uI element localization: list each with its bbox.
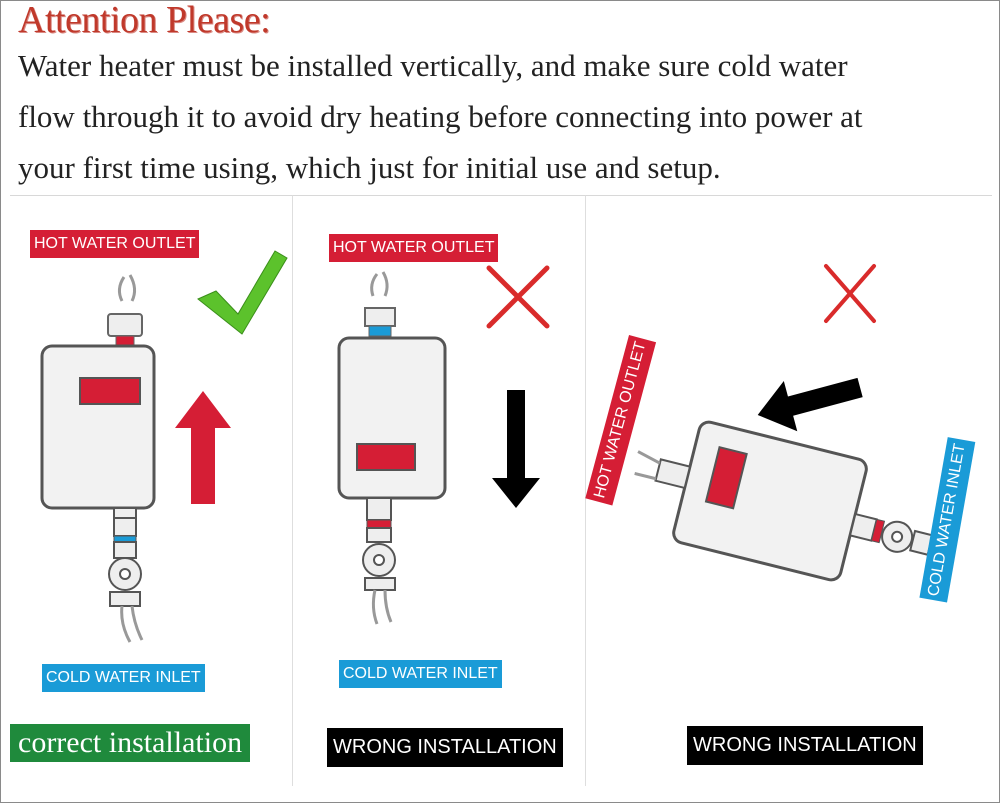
hot-water-outlet-label: HOT WATER OUTLET [329, 234, 499, 262]
heater-tilted-illustration [634, 264, 955, 582]
cold-water-inlet-label: COLD WATER INLET [42, 664, 205, 692]
cross-icon [486, 265, 550, 329]
hot-water-outlet-label: HOT WATER OUTLET [30, 230, 200, 258]
result-wrong-label: WRONG INSTALLATION [687, 726, 923, 765]
heater-vertical-illustration [40, 250, 288, 643]
attention-title: Attention Please: [18, 0, 271, 41]
cold-water-inlet-label: COLD WATER INLET [339, 660, 502, 688]
installation-panels: HOT WATER OUTLET COLD WATER INLET correc… [10, 195, 992, 793]
note-line-1: Water heater must be installed verticall… [18, 48, 848, 83]
note-line-2: flow through it to avoid dry heating bef… [18, 99, 863, 134]
heater-inverted-illustration [337, 265, 550, 625]
check-icon [197, 250, 288, 335]
cross-icon [824, 264, 876, 323]
result-correct-label: correct installation [10, 724, 251, 762]
panel-correct: HOT WATER OUTLET COLD WATER INLET correc… [10, 195, 293, 786]
panel-wrong-tilted: HOT WATER OUTLET COLD WATER INLET WRONG … [585, 195, 992, 786]
note-line-3: your first time using, which just for in… [18, 150, 721, 185]
result-wrong-label: WRONG INSTALLATION [327, 728, 563, 767]
panel-wrong-upside-down: HOT WATER OUTLET COLD WATER INLET WRONG … [293, 195, 586, 786]
